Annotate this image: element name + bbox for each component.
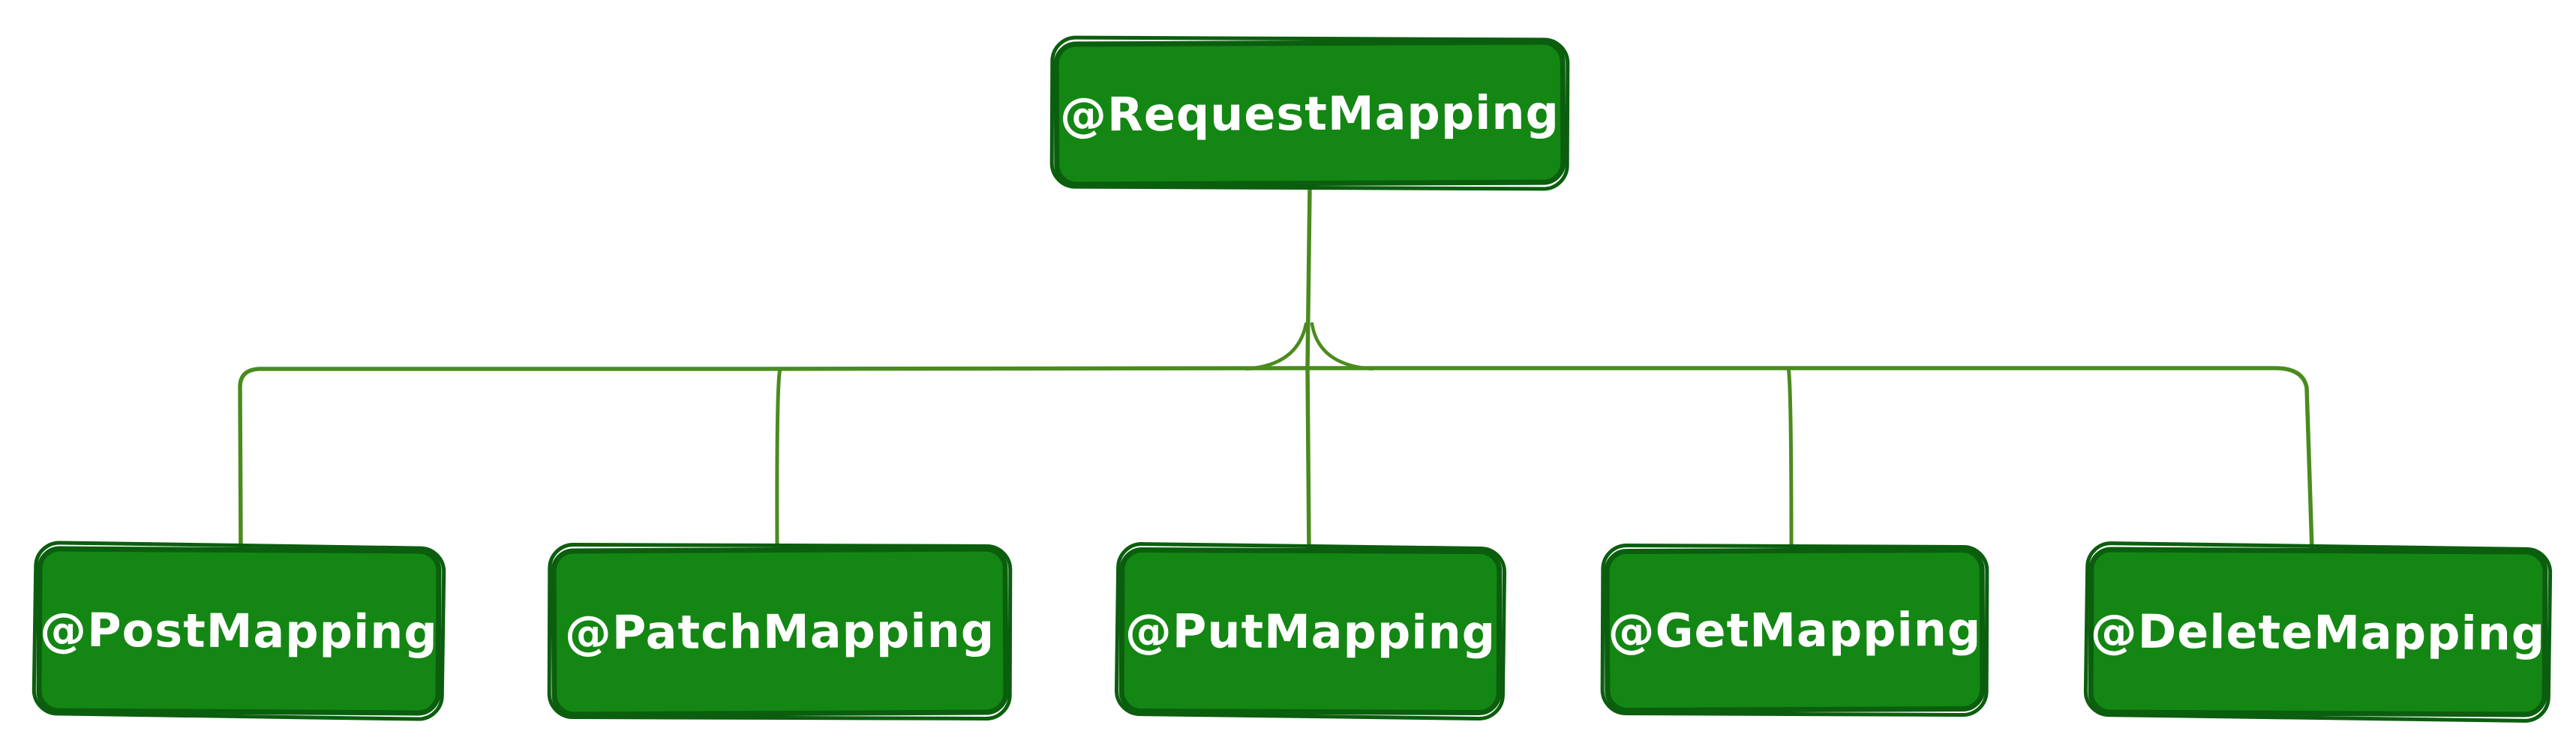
node-request-mapping: @RequestMapping (1053, 39, 1566, 187)
connector-center (1305, 185, 1312, 552)
connector-drop-patch (775, 367, 782, 552)
node-label: @PostMapping (39, 602, 439, 660)
node-label: @RequestMapping (1059, 85, 1560, 142)
connector-rail (238, 366, 2314, 552)
node-label: @DeleteMapping (2090, 603, 2546, 661)
node-post-mapping: @PostMapping (36, 546, 442, 716)
node-delete-mapping: @DeleteMapping (2088, 547, 2548, 718)
node-label: @PutMapping (1124, 603, 1497, 660)
node-patch-mapping: @PatchMapping (551, 546, 1009, 718)
node-label: @GetMapping (1608, 601, 1982, 659)
connector-fork-right (1310, 322, 1374, 371)
node-label: @PatchMapping (564, 603, 995, 661)
connector-drop-get (1786, 366, 1794, 552)
node-get-mapping: @GetMapping (1604, 547, 1986, 714)
node-put-mapping: @PutMapping (1118, 547, 1503, 716)
connector-fork-left (1244, 322, 1308, 371)
